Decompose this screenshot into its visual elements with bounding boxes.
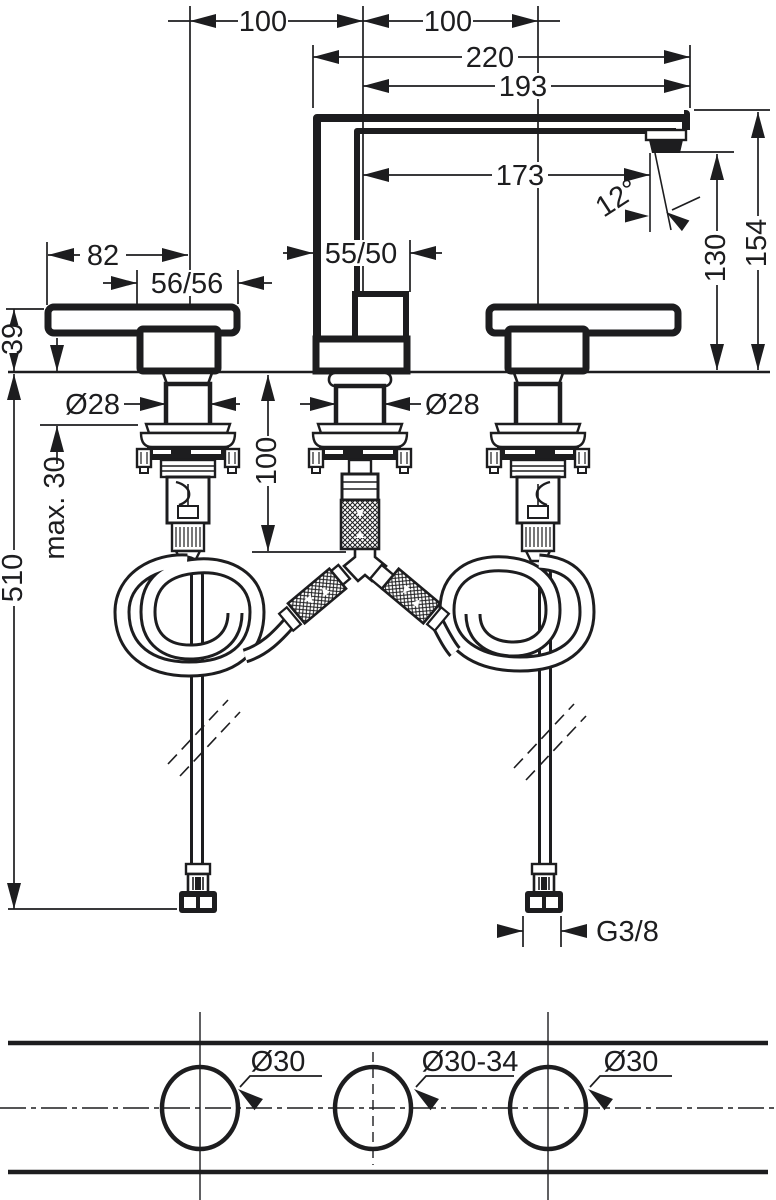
dim-handle-height: 39 xyxy=(0,323,29,355)
spout-shank xyxy=(333,383,387,429)
dimension-labels: 100 100 220 193 173 12° 154 130 82 56/56… xyxy=(0,6,773,948)
quick-connector-right xyxy=(380,566,442,626)
supply-hoses xyxy=(113,553,596,868)
spout-base xyxy=(312,335,411,375)
center-junction xyxy=(277,458,451,633)
spout xyxy=(307,110,690,475)
hose-break-marks xyxy=(167,699,587,781)
dim-clearance-below: 100 xyxy=(251,437,283,485)
dim-height-outlet: 130 xyxy=(700,234,732,282)
dim-deck-thickness: max. 30 xyxy=(39,456,71,559)
dim-shank-center: Ø28 xyxy=(425,389,480,421)
plan-view: Ø30 Ø30-34 Ø30 xyxy=(0,1012,776,1200)
dim-handle-length: 82 xyxy=(87,240,119,272)
dim-hole-center: Ø30-34 xyxy=(422,1046,519,1078)
spray-line xyxy=(654,152,672,231)
dim-height-total: 154 xyxy=(741,219,773,267)
quick-connector-left xyxy=(286,566,348,626)
dim-outlet-projection: 173 xyxy=(496,160,544,192)
dim-hole-right: Ø30 xyxy=(604,1046,659,1078)
hole-right xyxy=(507,1064,589,1152)
hole-left xyxy=(159,1064,241,1152)
dim-handle-span: 56/56 xyxy=(151,268,224,300)
quick-connector-center xyxy=(339,498,381,551)
label-backplates xyxy=(4,8,768,606)
dim-hose-length: 510 xyxy=(0,554,29,602)
dim-connection-thread: G3/8 xyxy=(596,916,659,948)
dim-spout-overall: 220 xyxy=(466,42,514,74)
hole-center xyxy=(332,1064,414,1152)
dim-spout-projection: 193 xyxy=(499,71,547,103)
dim-hole-left: Ø30 xyxy=(251,1046,306,1078)
dim-spacing-left: 100 xyxy=(239,6,287,38)
dim-shank-left: Ø28 xyxy=(65,389,120,421)
dim-spacing-right: 100 xyxy=(424,6,472,38)
aerator xyxy=(644,128,688,142)
dim-spout-body: 55/50 xyxy=(325,238,398,270)
dimension-arrows xyxy=(7,14,765,938)
